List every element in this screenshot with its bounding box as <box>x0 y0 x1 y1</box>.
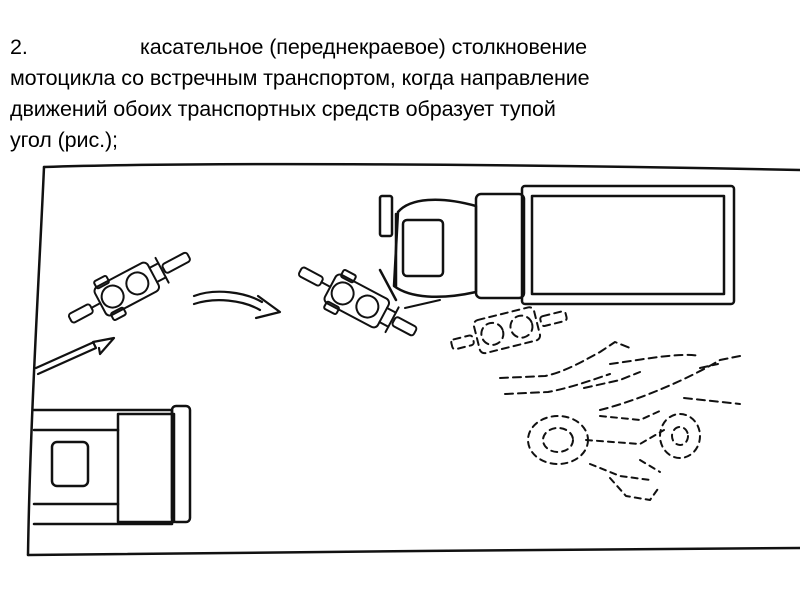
caption-line-3: движений обоих транспортных средств обра… <box>10 97 556 121</box>
caption-line-2: мотоцикла со встречным транспортом, когд… <box>10 66 590 90</box>
caption-line-4: угол (рис.); <box>10 128 118 152</box>
direction-arrow-curved <box>192 290 282 320</box>
fallen-motorcycle-dashed <box>527 409 701 501</box>
road-outline <box>26 162 800 557</box>
thrown-rider-dashed <box>499 341 741 411</box>
item-number: 2. <box>10 35 28 59</box>
motorcycle-after-impact-dashed <box>450 306 568 355</box>
collision-diagram <box>26 162 800 557</box>
car-bottom-left <box>32 404 192 526</box>
collision-illustration <box>0 158 800 600</box>
motorcycle-impact <box>297 266 418 337</box>
direction-arrow-straight <box>34 336 116 376</box>
oncoming-truck <box>378 184 736 306</box>
motorcycle-approaching <box>67 251 191 324</box>
caption-line-1: касательное (переднекраевое) столкновени… <box>140 35 588 59</box>
impact-line <box>404 299 441 309</box>
slide-caption: 2. касательное (переднекраевое) столкнове… <box>10 32 792 156</box>
